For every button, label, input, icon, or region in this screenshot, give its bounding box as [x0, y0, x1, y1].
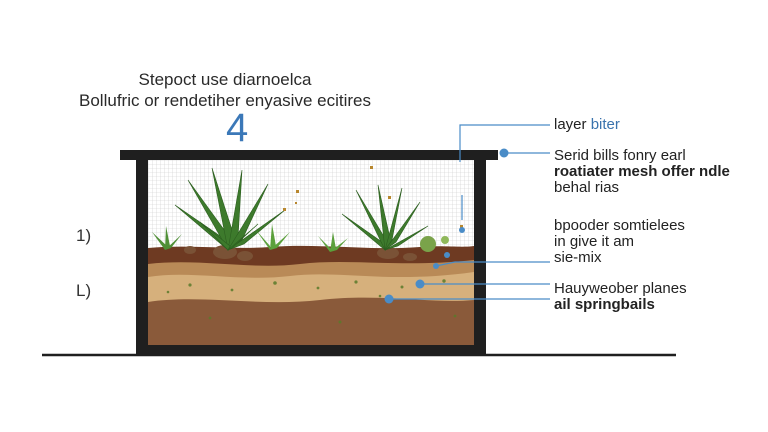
callout-lines	[389, 124, 550, 300]
soil-speckles	[166, 279, 457, 324]
floating-particles	[283, 166, 463, 228]
plant-left-large	[174, 167, 286, 252]
label-mesh-line-3: behal rias	[554, 179, 620, 196]
label-mesh-line-2: roatiater mesh offer ndle	[554, 163, 730, 180]
label-springbails-line-1: Hauyweober planes	[554, 280, 687, 297]
soil-base-layer	[148, 295, 474, 345]
plant-small-left	[152, 226, 182, 250]
container-bottom	[136, 345, 486, 355]
label-springbails: Hauyweober planes ail springbails	[554, 281, 687, 313]
side-number-2: L)	[76, 281, 92, 300]
container-wall-left	[136, 158, 148, 355]
label-mesh-line-1: Serid bills fonry earl	[554, 147, 686, 164]
label-mesh: Serid bills fonry earl roatiater mesh of…	[554, 148, 730, 196]
diagram-title-line-1: Stepoct use diarnoelca	[138, 70, 312, 89]
side-number-1: 1)	[76, 226, 92, 245]
label-layer-text-a: layer	[554, 116, 587, 133]
label-springbails-line-2: ail springbails	[554, 296, 655, 313]
plant-small-mid	[256, 224, 348, 252]
soil-sand-layer	[148, 270, 474, 303]
label-powder-line-2: in give it am	[554, 233, 635, 250]
callout-dots	[384, 148, 509, 304]
container-lid	[120, 150, 498, 160]
step-number: 4	[226, 106, 249, 150]
label-powder-line-3: sie-mix	[554, 249, 602, 266]
plant-small-right	[420, 236, 449, 252]
container-wall-right	[474, 158, 486, 355]
label-layer-text-b: biter	[590, 116, 620, 133]
plant-right-large	[341, 184, 429, 252]
label-powder: bpooder somtielees in give it am sie-mix	[554, 218, 685, 266]
label-layer: layer biter	[554, 117, 620, 133]
diagram-title-line-2: Bollufric or rendetiher enyasive ecitire…	[79, 91, 371, 110]
label-powder-line-1: bpooder somtielees	[554, 217, 685, 234]
